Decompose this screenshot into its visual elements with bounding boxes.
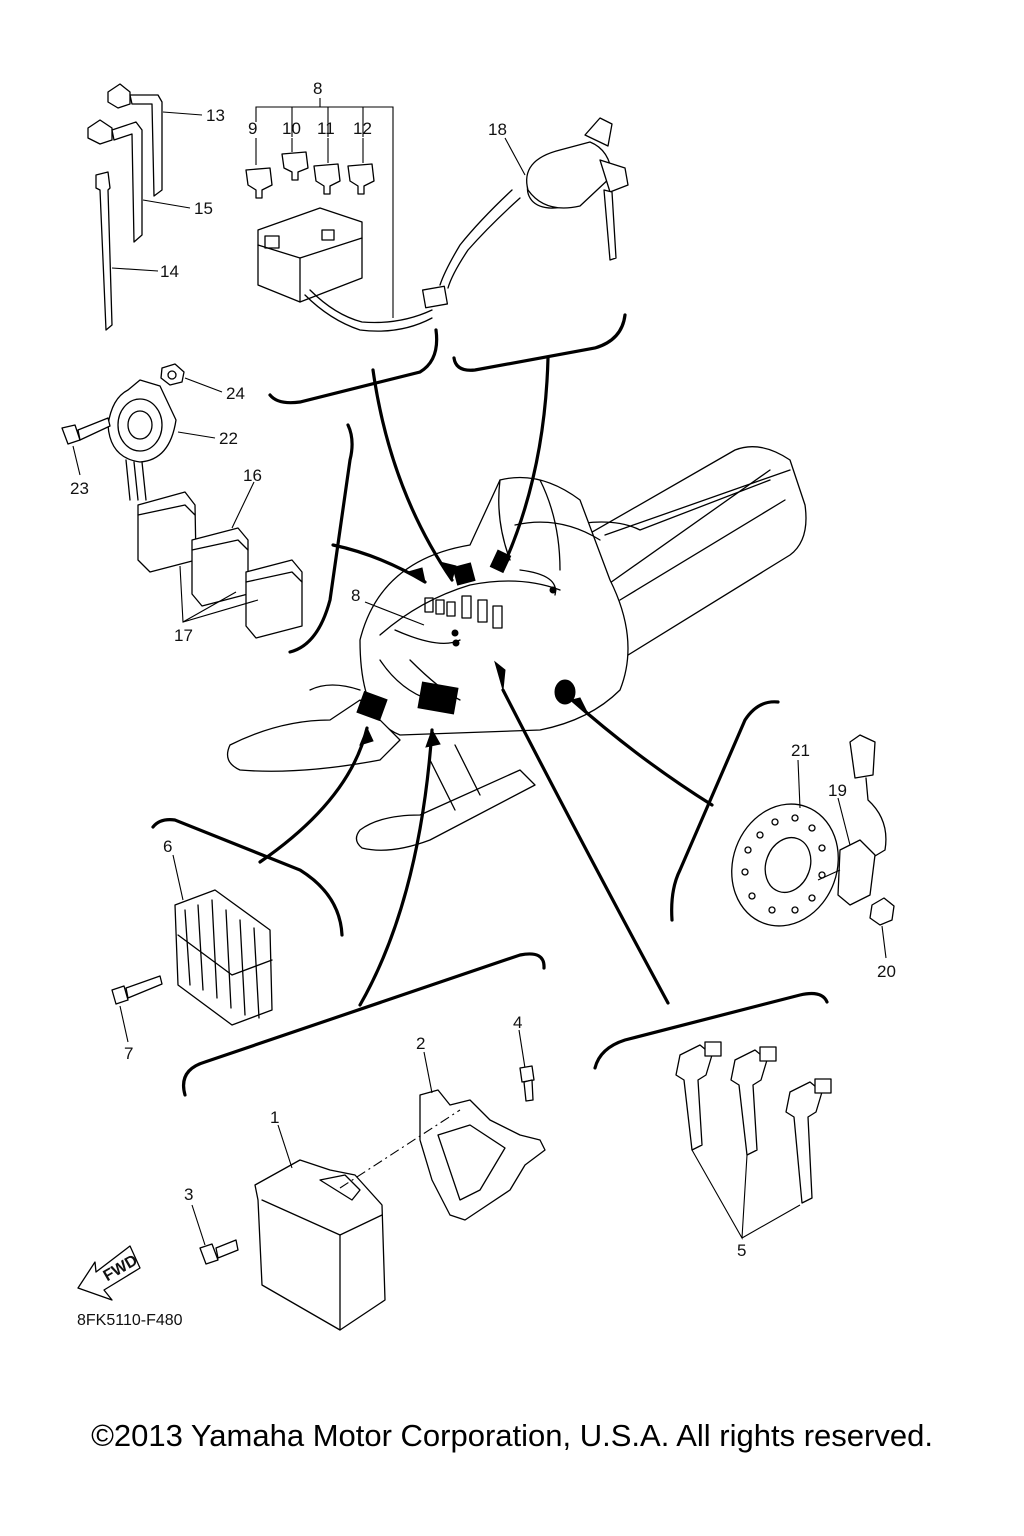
callout-4: 4 — [513, 1013, 522, 1032]
main-switch — [421, 117, 629, 309]
callout-5: 5 — [737, 1241, 746, 1260]
wire-harness-leader — [364, 601, 425, 626]
pickup-assembly — [731, 734, 895, 959]
callout-8-top: 8 — [313, 79, 322, 98]
callout-1: 1 — [270, 1108, 279, 1127]
callout-15: 15 — [194, 199, 213, 218]
callout-9: 9 — [248, 119, 257, 138]
callout-14: 14 — [160, 262, 179, 281]
callout-23: 23 — [70, 479, 89, 498]
callout-8-harness: 8 — [351, 586, 360, 605]
callout-21: 21 — [791, 741, 810, 760]
snowmobile-body — [226, 446, 807, 851]
copyright-notice: ©2013 Yamaha Motor Corporation, U.S.A. A… — [91, 1418, 933, 1453]
callout-11: 11 — [317, 119, 335, 138]
ignition-coils — [675, 1041, 832, 1240]
callout-19: 19 — [828, 781, 847, 800]
callout-20: 20 — [877, 962, 896, 981]
assembly-connector-lines — [151, 313, 829, 1097]
drawing-code: 8FK5110-F480 — [77, 1312, 183, 1329]
cable-ties — [87, 83, 203, 331]
fuse-box-assembly — [245, 98, 433, 332]
callout-18: 18 — [488, 120, 507, 139]
cdi-unit-assembly — [191, 1029, 546, 1331]
callout-24: 24 — [226, 384, 245, 403]
callout-12: 12 — [353, 119, 372, 138]
callout-6: 6 — [163, 837, 172, 856]
callout-16: 16 — [243, 466, 262, 485]
callout-7: 7 — [124, 1044, 133, 1063]
callout-13: 13 — [206, 106, 225, 125]
callout-2: 2 — [416, 1034, 425, 1053]
forward-direction-arrow: FWD — [77, 1245, 141, 1301]
callout-labels: 8 9 10 11 12 13 14 15 18 24 22 23 16 17 … — [70, 79, 896, 1260]
resistor-set — [137, 481, 303, 639]
rectifier-regulator — [111, 854, 273, 1043]
callout-22: 22 — [219, 429, 238, 448]
callout-10: 10 — [282, 119, 301, 138]
lighting-coil-assembly — [61, 363, 223, 501]
callout-3: 3 — [184, 1185, 193, 1204]
callout-17: 17 — [174, 626, 193, 645]
